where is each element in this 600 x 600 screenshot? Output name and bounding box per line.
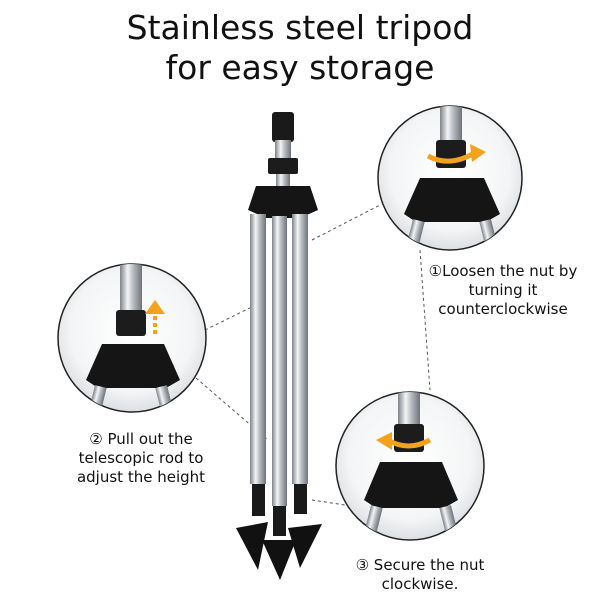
detail-pull — [57, 263, 207, 413]
detail-secure — [335, 391, 485, 541]
up-arrow-icon — [145, 300, 165, 336]
step-1-caption: ①Loosen the nut by turning it counterclo… — [410, 262, 596, 319]
step-3-line-1: ③ Secure the nut — [355, 556, 485, 574]
tripod — [236, 112, 322, 580]
step-1-line-2: turning it — [468, 281, 538, 299]
headline: Stainless steel tripod for easy storage — [0, 8, 600, 88]
step-2-line-3: adjust the height — [76, 468, 206, 486]
step-3-line-2: clockwise. — [381, 575, 459, 593]
step-1-line-1: ①Loosen the nut by — [428, 262, 578, 280]
step-2-line-1: ② Pull out the — [89, 430, 193, 448]
detail-loosen — [377, 105, 523, 251]
step-3-caption: ③ Secure the nut clockwise. — [350, 556, 490, 594]
headline-line-1: Stainless steel tripod — [126, 8, 474, 47]
headline-line-2: for easy storage — [165, 48, 435, 87]
step-1-line-3: counterclockwise — [438, 300, 568, 318]
step-2-line-2: telescopic rod to — [78, 449, 204, 467]
step-2-caption: ② Pull out the telescopic rod to adjust … — [66, 430, 216, 487]
